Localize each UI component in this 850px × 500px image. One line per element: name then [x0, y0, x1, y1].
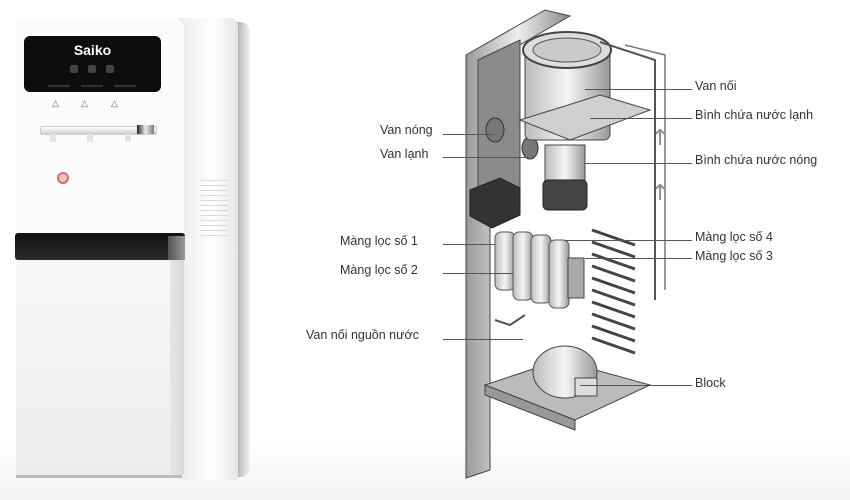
leader-line: [585, 258, 692, 259]
label-binh-chua-nuoc-nong: Bình chứa nước nóng: [695, 153, 818, 167]
nozzle: [125, 134, 131, 142]
leader-line: [443, 273, 513, 274]
panel-label: [48, 85, 70, 87]
child-lock-icon[interactable]: [57, 172, 69, 184]
tap-lever[interactable]: [40, 126, 157, 135]
label-van-nong: Van nóng: [380, 123, 433, 137]
nozzle: [87, 134, 93, 142]
brand-logo: Saiko: [73, 42, 112, 58]
leader-line: [585, 89, 692, 90]
cold-button-icon[interactable]: [106, 65, 114, 73]
side-vent: [200, 180, 228, 240]
drip-tray-edge: [168, 236, 185, 260]
cabinet-door[interactable]: [16, 260, 182, 478]
drip-tray: [15, 233, 185, 260]
leader-line: [443, 244, 495, 245]
cold-tap-icon: △: [111, 98, 118, 108]
nozzle: [50, 134, 56, 142]
hot-tap-icon: △: [52, 98, 59, 108]
panel-label: [81, 85, 103, 87]
leader-line: [565, 240, 692, 241]
label-van-lanh: Van lạnh: [380, 147, 429, 161]
leader-line: [585, 163, 692, 164]
cabinet-side: [178, 18, 238, 480]
panel-label: [114, 85, 136, 87]
svg-text:↑: ↑: [651, 126, 669, 151]
cabinet-door-edge: [170, 260, 184, 475]
label-block: Block: [695, 376, 726, 390]
lock-button-icon[interactable]: [88, 65, 96, 73]
leader-line: [580, 385, 692, 386]
label-mang-loc-2: Màng lọc số 2: [340, 263, 418, 277]
label-mang-loc-4: Màng lọc số 4: [695, 230, 773, 244]
label-van-noi: Van nối: [695, 79, 737, 93]
leader-line: [590, 118, 692, 119]
svg-text:↑: ↑: [651, 181, 669, 206]
leader-line: [443, 134, 493, 135]
label-mang-loc-3: Màng lọc số 3: [695, 249, 773, 263]
leader-line: [443, 339, 523, 340]
label-binh-chua-nuoc-lanh: Bình chứa nước lạnh: [695, 108, 814, 122]
label-van-noi-nguon-nuoc: Van nối nguồn nước: [306, 328, 419, 342]
hot-button-icon[interactable]: [70, 65, 78, 73]
control-panel: Saiko: [24, 36, 161, 92]
chrome-trim: [137, 125, 154, 134]
leader-line: [443, 157, 528, 158]
normal-tap-icon: △: [81, 98, 88, 108]
label-mang-loc-1: Màng lọc số 1: [340, 234, 418, 248]
